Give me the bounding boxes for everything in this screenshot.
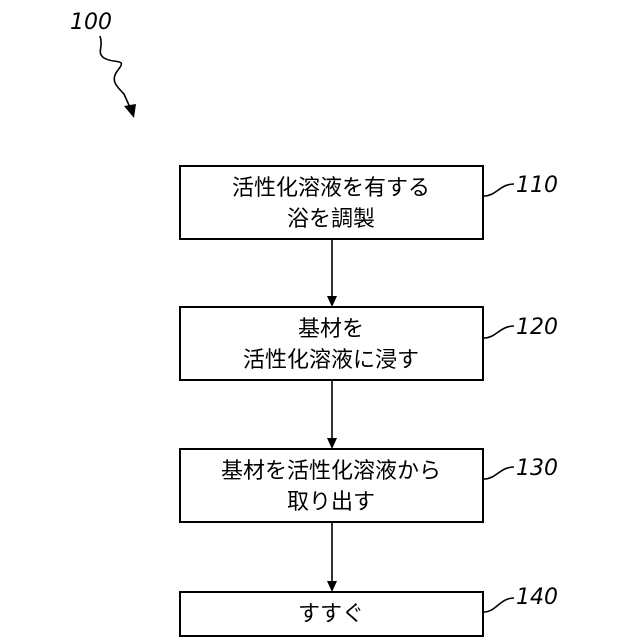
step-130: 基材を活性化溶液から 取り出す 130 xyxy=(180,449,558,522)
step-140-leader xyxy=(484,598,514,612)
step-120-line-1: 基材を xyxy=(298,317,364,342)
step-120-ref: 120 xyxy=(516,315,558,340)
step-130-leader xyxy=(484,467,514,479)
step-130-line-2: 取り出す xyxy=(287,490,375,515)
figure-label: 100 xyxy=(70,10,112,35)
step-120: 基材を 活性化溶液に浸す 120 xyxy=(180,307,558,380)
step-110: 活性化溶液を有する 浴を調製 110 xyxy=(180,166,558,239)
figure-label-arrowhead xyxy=(124,104,136,118)
step-140-line-1: すすぐ xyxy=(298,602,364,627)
step-120-leader xyxy=(484,326,514,338)
step-140: すすぐ 140 xyxy=(180,585,558,636)
figure-label-leader xyxy=(100,36,132,112)
step-110-line-2: 浴を調製 xyxy=(287,207,375,232)
step-110-leader xyxy=(484,184,514,196)
arrow-110-to-120-head xyxy=(327,296,337,307)
step-140-ref: 140 xyxy=(516,585,558,610)
step-130-ref: 130 xyxy=(516,456,558,481)
arrow-130-to-140-head xyxy=(327,581,337,592)
step-120-line-2: 活性化溶液に浸す xyxy=(243,348,419,373)
step-110-ref: 110 xyxy=(516,173,558,198)
arrow-120-to-130-head xyxy=(327,438,337,449)
step-130-line-1: 基材を活性化溶液から xyxy=(221,459,441,484)
step-110-line-1: 活性化溶液を有する xyxy=(232,176,430,201)
